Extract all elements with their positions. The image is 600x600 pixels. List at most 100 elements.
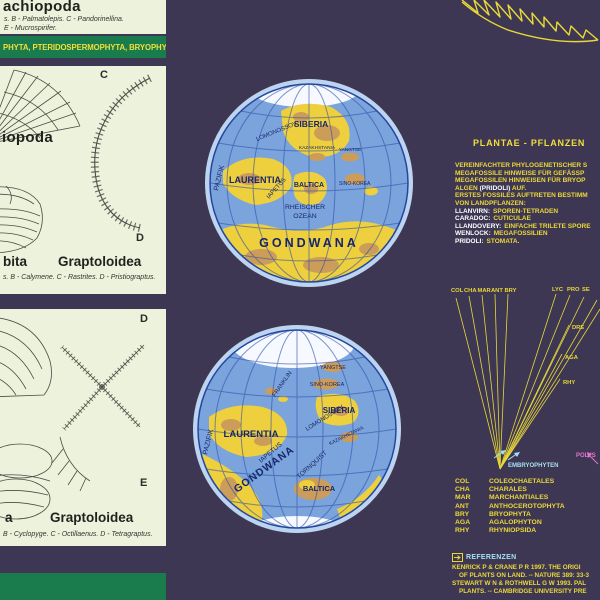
- references-title: REFERENZEN: [466, 554, 517, 561]
- paleogeography-globe-bottom: PAZIFIK YANGTSE SINO-KOREA FRANKLIN SIBE…: [193, 325, 401, 533]
- spiky-outline-paths: [461, 0, 599, 43]
- term-name: WENLOCK:: [455, 230, 491, 238]
- figure-caption: s. B - Palmatolepis. C - Pandorinellina.: [4, 16, 124, 23]
- plants-section-title: PLANTAE - PFLANZEN: [473, 138, 586, 148]
- group-label-graptoloidea: Graptoloidea: [58, 254, 142, 269]
- tree-label-pro: PRO: [567, 287, 580, 293]
- reference-line: KENRICK P & CRANE P R 1997. THE ORIGI: [452, 564, 581, 571]
- label-baltica: BALTICA: [294, 182, 324, 189]
- fossil-drawings-2: [0, 317, 146, 520]
- label-rheischer: RHEISCHER: [285, 204, 325, 211]
- legend-name: CHARALES: [489, 486, 527, 494]
- legend-abbr: RHY: [455, 527, 470, 535]
- term-line: WENLOCK:MEGAFOSSILIEN: [455, 230, 600, 238]
- label-laurentia: LAURENTIA: [229, 175, 281, 185]
- intro-line: ERSTES FOSSILES AUFTRETEN BESTIMM: [455, 192, 588, 200]
- figure-label-c: C: [100, 69, 108, 81]
- label-laurentia: LAURENTIA: [224, 429, 279, 440]
- panel-title: achiopoda: [3, 0, 81, 15]
- panel-brachiopoda: achiopoda s. B - Palmatolepis. C - Pando…: [0, 0, 166, 34]
- term-name: LLANDOVERY:: [455, 222, 502, 230]
- tree-label-bry: BRY: [505, 288, 517, 294]
- term-desc: MEGAFOSSILIEN: [493, 230, 548, 238]
- legend-name: AGALOPHYTON: [489, 519, 542, 527]
- legend-row: AGA AGALOPHYTON: [455, 519, 600, 527]
- term-desc: CUTICULAE: [493, 215, 531, 223]
- tetragraptus-drawing: [60, 343, 146, 431]
- algen-term: (PRIDOLI): [479, 184, 511, 192]
- algen-pre: ALGEN: [455, 184, 480, 192]
- term-name: CARADOC:: [455, 215, 491, 223]
- plants-text-block: VEREINFACHTER PHYLOGENETISCHER S MEGAFOS…: [455, 162, 600, 246]
- tree-label-col: COL: [451, 288, 464, 294]
- term-line: LLANVIRN:SPOREN-TETRADEN: [455, 208, 600, 216]
- paleogeography-globe-top: PAZIFIK SIBERIA LOMONOSSOV KAZAKHSTANIA …: [205, 79, 413, 287]
- group-label-trilobita: a: [5, 510, 13, 525]
- intro-line: MEGAFOSSILEN HINWEISEN FÜR BRYOP: [455, 177, 586, 185]
- phylogenetic-tree-diagram: COL CHA MAR ANT BRY LYC PRO SE DRE AGA R…: [451, 287, 600, 470]
- term-desc: STOMATA.: [486, 237, 520, 245]
- tree-label-aga: AGA: [565, 355, 579, 361]
- panel-fossils-2: D E a Graptoloidea B - Cyclopyge. C - Oc…: [0, 309, 166, 546]
- label-yangtse: YANGTSE: [320, 365, 346, 371]
- polar-cap-south: [251, 516, 343, 528]
- legend-abbr: AGA: [455, 519, 471, 527]
- intro-line-algen: ALGEN (PRIDOLI) AUF.: [455, 185, 600, 193]
- intro-line: VEREINFACHTER PHYLOGENETISCHER S: [455, 162, 588, 169]
- tree-label-mar: MAR: [478, 288, 492, 294]
- term-line: PRIDOLI:STOMATA.: [455, 238, 600, 246]
- references-section: REFERENZEN KENRICK P & CRANE P R 1997. T…: [452, 553, 600, 596]
- tree-label-se: SE: [582, 287, 590, 293]
- legend-name: BRYOPHYTA: [489, 510, 531, 518]
- label-sino-korea: SINO-KOREA: [310, 382, 345, 388]
- label-ozean: OZEAN: [293, 213, 317, 220]
- tree-labels: COL CHA MAR ANT BRY LYC PRO SE DRE AGA R…: [451, 287, 590, 386]
- legend-abbr: ANT: [455, 502, 469, 510]
- fossil-drawings-1: [0, 69, 152, 254]
- branching-graptolite-drawing: [51, 436, 91, 492]
- green-band-bottom: [0, 573, 166, 600]
- polar-cap-north: [251, 84, 359, 107]
- reference-line: STEWART W N & ROTHWELL G W 1993. PAL: [452, 580, 587, 587]
- legend-abbr: CHA: [455, 486, 470, 494]
- intro-line: VON LANDPFLANZEN:: [455, 199, 526, 207]
- brachiopod-fan-drawing: [0, 69, 81, 142]
- label-kazakhstania: KAZAKHSTANIA: [299, 145, 336, 151]
- intro-line: MEGAFOSSILE HINWEISE FÜR GEFÄSSP: [455, 169, 585, 177]
- term-desc: SPOREN-TETRADEN: [493, 207, 559, 215]
- group-label-trilobita: bita: [3, 254, 28, 269]
- shell-fossil-drawing: [0, 317, 52, 397]
- tree-label-dre: DRE: [572, 325, 584, 331]
- references-arrow-icon: [452, 553, 463, 562]
- references-header: REFERENZEN: [452, 553, 600, 562]
- label-polys: POLYS: [576, 453, 596, 459]
- figure-caption: B - Cyclopyge. C - Octillaenus. D - Tetr…: [3, 531, 153, 538]
- label-gondwana: GONDWANA: [259, 236, 359, 250]
- tree-label-rhy: RHY: [563, 380, 575, 386]
- spiky-animal-outline-illustration: [461, 0, 599, 43]
- term-line: LLANDOVERY:EINFACHE TRILETE SPORE: [455, 223, 600, 231]
- label-yangtse: YANGTSE: [339, 147, 362, 153]
- globe-outline: [197, 329, 397, 529]
- figure-caption: E - Mucrospirifer.: [4, 25, 58, 32]
- panel-title: iopoda: [2, 129, 53, 146]
- label-embryophyten: EMBRYOPHYTEN: [508, 463, 558, 469]
- polys-annotation: POLYS: [576, 452, 599, 465]
- figure-label-e: E: [140, 477, 148, 489]
- term-name: LLANVIRN:: [455, 207, 491, 215]
- figure-caption: s. B - Calymene. C - Rastrites. D - Pris…: [3, 274, 156, 281]
- green-band-top: PHYTA, PTERIDOSPERMOPHYTA, BRYOPHYTA: [0, 36, 166, 58]
- calymene-trilobite-drawing: [0, 185, 43, 254]
- group-label-graptoloidea: Graptoloidea: [50, 510, 134, 525]
- tree-label-lyc: LYC: [552, 287, 564, 293]
- term-desc: EINFACHE TRILETE SPORE: [504, 222, 591, 230]
- panel-fossils-1: C iopoda D bita Graptoloidea s. B - Caly…: [0, 66, 166, 294]
- label-sino-korea: SINO-KOREA: [339, 181, 371, 187]
- label-siberia: SIBERIA: [323, 406, 356, 415]
- tree-branches: [455, 293, 600, 470]
